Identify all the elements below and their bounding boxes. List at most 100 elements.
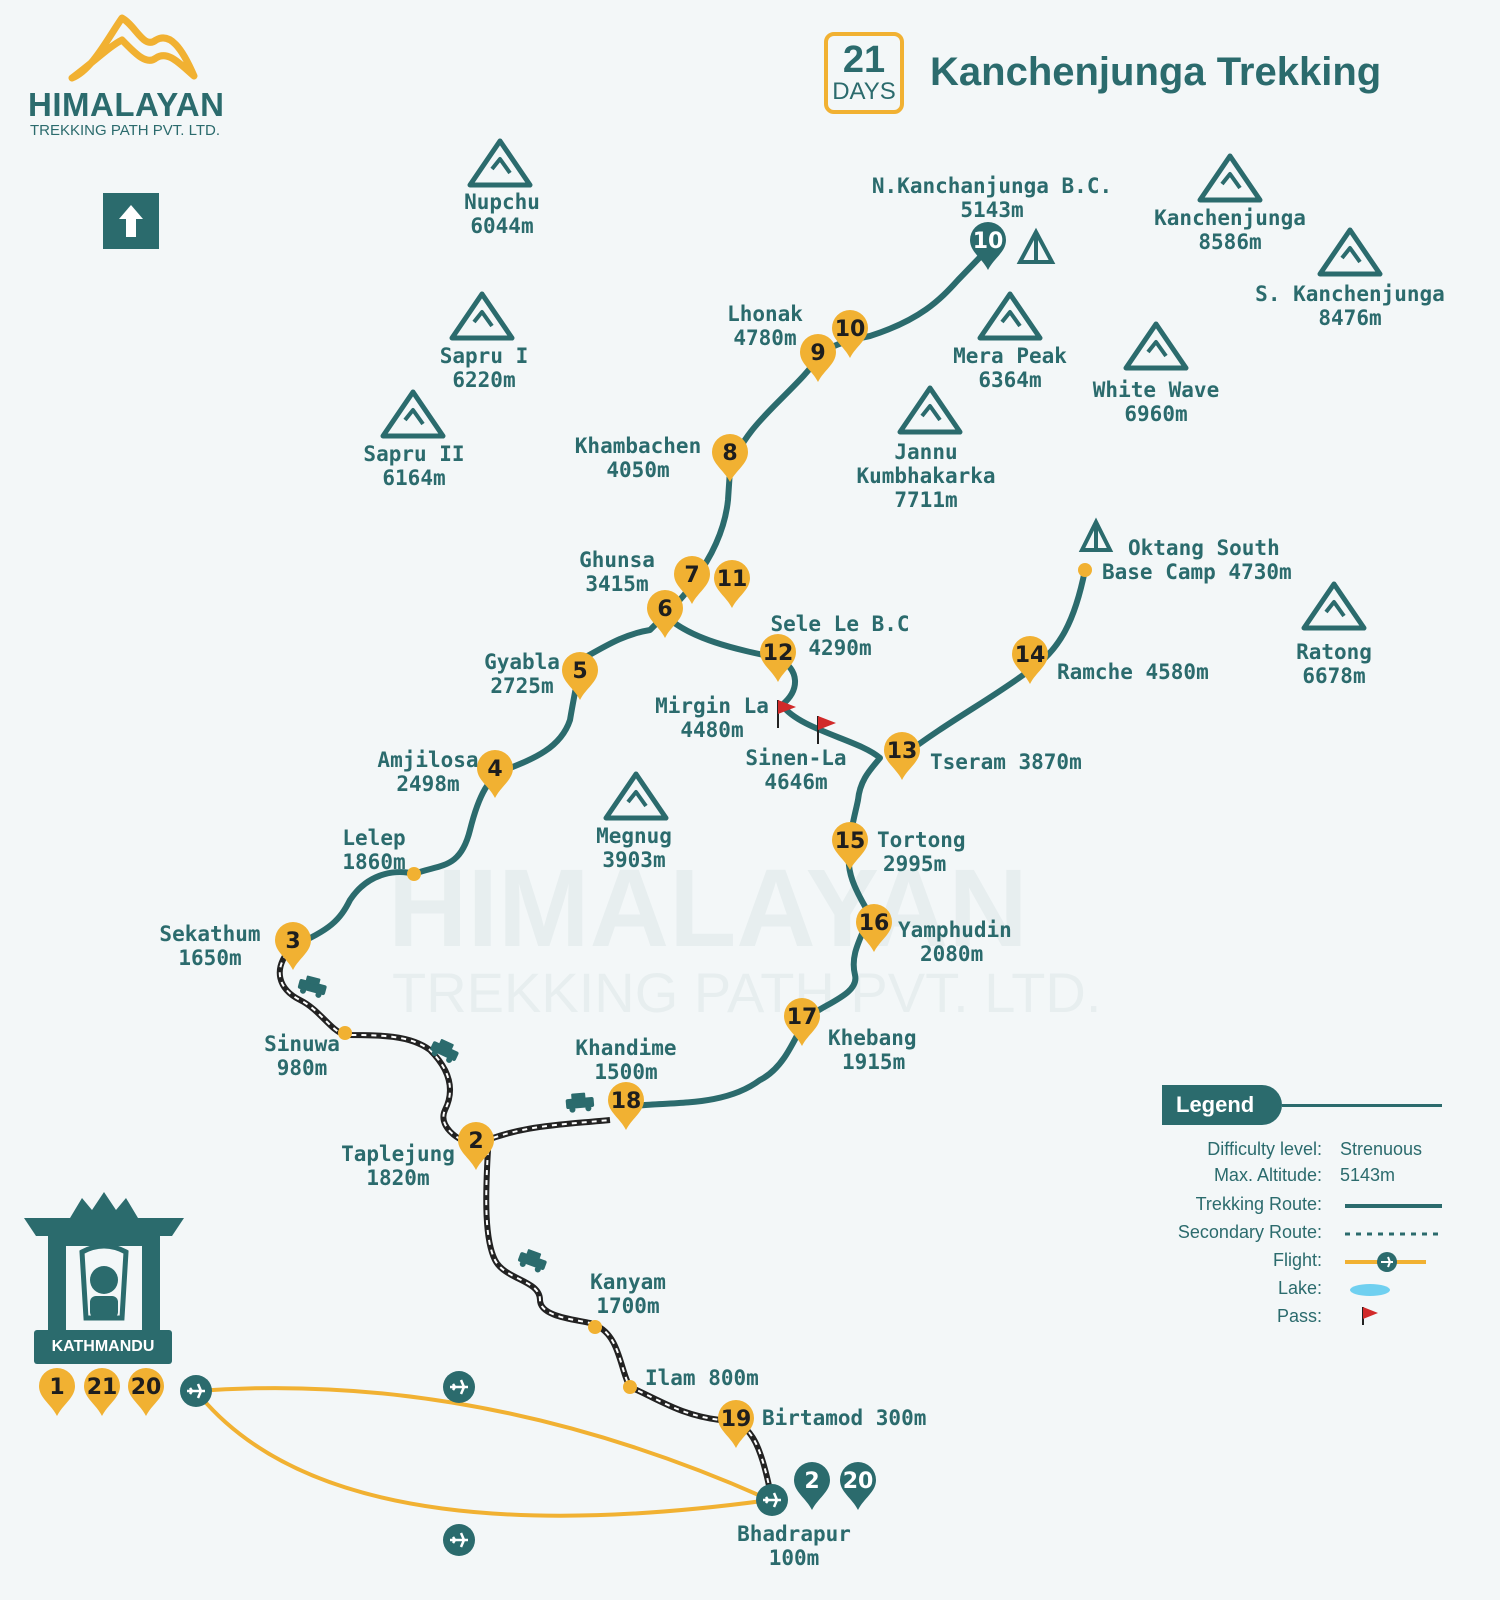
marker-day-number: 21 — [87, 1375, 118, 1400]
airplane-icon — [443, 1524, 475, 1556]
watermark-title: HIMALAYAN — [388, 847, 1028, 970]
day-marker: 21 — [84, 1368, 120, 1416]
day-marker: 18 — [608, 1082, 644, 1130]
day-marker: 10 — [970, 222, 1006, 270]
day-marker: 20 — [128, 1368, 164, 1416]
mountain-icon — [470, 141, 530, 185]
day-marker: 2 — [794, 1462, 830, 1510]
legend-pass-label: Pass: — [1276, 1306, 1322, 1326]
marker-pin — [884, 732, 920, 780]
place-label: N.Kanchanjunga B.C.5143m — [871, 174, 1113, 222]
marker-pin — [800, 334, 836, 382]
tent-icon — [1016, 227, 1056, 264]
day-marker: 12 — [760, 634, 796, 682]
marker-day-number: 4 — [487, 757, 502, 782]
jeep-icon-group — [297, 975, 595, 1273]
day-marker: 11 — [714, 560, 750, 608]
kanyam-dot — [588, 1320, 602, 1334]
mountain-icon — [383, 392, 443, 436]
day-marker: 8 — [712, 434, 748, 482]
marker-day-number: 11 — [717, 567, 748, 592]
marker-pin — [39, 1367, 76, 1416]
day-marker: 20 — [840, 1462, 876, 1510]
marker-day-number: 6 — [657, 597, 672, 622]
marker-day-number: 7 — [684, 563, 699, 588]
day-marker: 13 — [884, 732, 920, 780]
marker-pin — [840, 1462, 876, 1510]
north-arrow-icon — [103, 193, 159, 249]
marker-day-number: 18 — [611, 1089, 642, 1114]
day-marker: 7 — [674, 556, 710, 604]
lelep-dot — [407, 867, 421, 881]
marker-pin — [477, 750, 513, 798]
marker-pin — [832, 822, 868, 870]
day-marker: 17 — [784, 998, 820, 1046]
legend-samples — [1345, 1204, 1442, 1325]
brand-name: HIMALAYAN — [28, 86, 225, 123]
map-title: Kanchenjunga Trekking — [930, 50, 1382, 94]
place-label: Tseram 3870m — [930, 750, 1082, 774]
marker-pin — [128, 1368, 164, 1416]
marker-pin — [856, 904, 892, 952]
day-marker: 1 — [39, 1367, 76, 1416]
sinuwa-dot — [338, 1026, 352, 1040]
marker-day-number: 10 — [835, 317, 866, 342]
marker-pin — [84, 1368, 120, 1416]
marker-day-number: 13 — [887, 739, 918, 764]
days-number: 21 — [842, 39, 886, 81]
marker-pin — [674, 556, 710, 604]
mountain-icon — [980, 294, 1040, 338]
legend-trekking-label: Trekking Route: — [1195, 1194, 1322, 1214]
airplane-icon — [180, 1375, 212, 1407]
airplane-icon — [443, 1371, 475, 1403]
marker-day-number: 9 — [810, 341, 825, 366]
marker-pin — [562, 651, 599, 700]
legend-lake-label: Lake: — [1277, 1278, 1322, 1298]
mountain-icon — [606, 774, 666, 818]
marker-pin — [832, 310, 868, 358]
jeep-icon — [565, 1092, 595, 1113]
jeep-icon — [430, 1038, 459, 1063]
mountain-icon — [1304, 584, 1364, 628]
marker-day-number: 8 — [722, 441, 737, 466]
day-marker: 5 — [562, 651, 599, 700]
jeep-icon — [518, 1249, 547, 1273]
marker-day-number: 1 — [49, 1375, 64, 1400]
legend-altitude-label: Max. Altitude: — [1213, 1165, 1322, 1185]
ilam-dot — [623, 1380, 637, 1394]
brand-logo-icon — [68, 14, 198, 82]
flag-icon — [817, 716, 836, 744]
legend-title: Legend — [1162, 1085, 1282, 1125]
marker-pin — [275, 922, 311, 970]
legend-difficulty-value: Strenuous — [1340, 1139, 1423, 1159]
kathmandu-label: KATHMANDU — [34, 1330, 172, 1364]
marker-pin — [784, 998, 820, 1046]
marker-pin — [718, 1400, 754, 1448]
mountain-icon — [452, 294, 512, 338]
marker-day-number: 17 — [787, 1005, 818, 1030]
airplane-icons — [180, 1371, 788, 1556]
legend-difficulty-label: Difficulty level: — [1207, 1139, 1322, 1159]
